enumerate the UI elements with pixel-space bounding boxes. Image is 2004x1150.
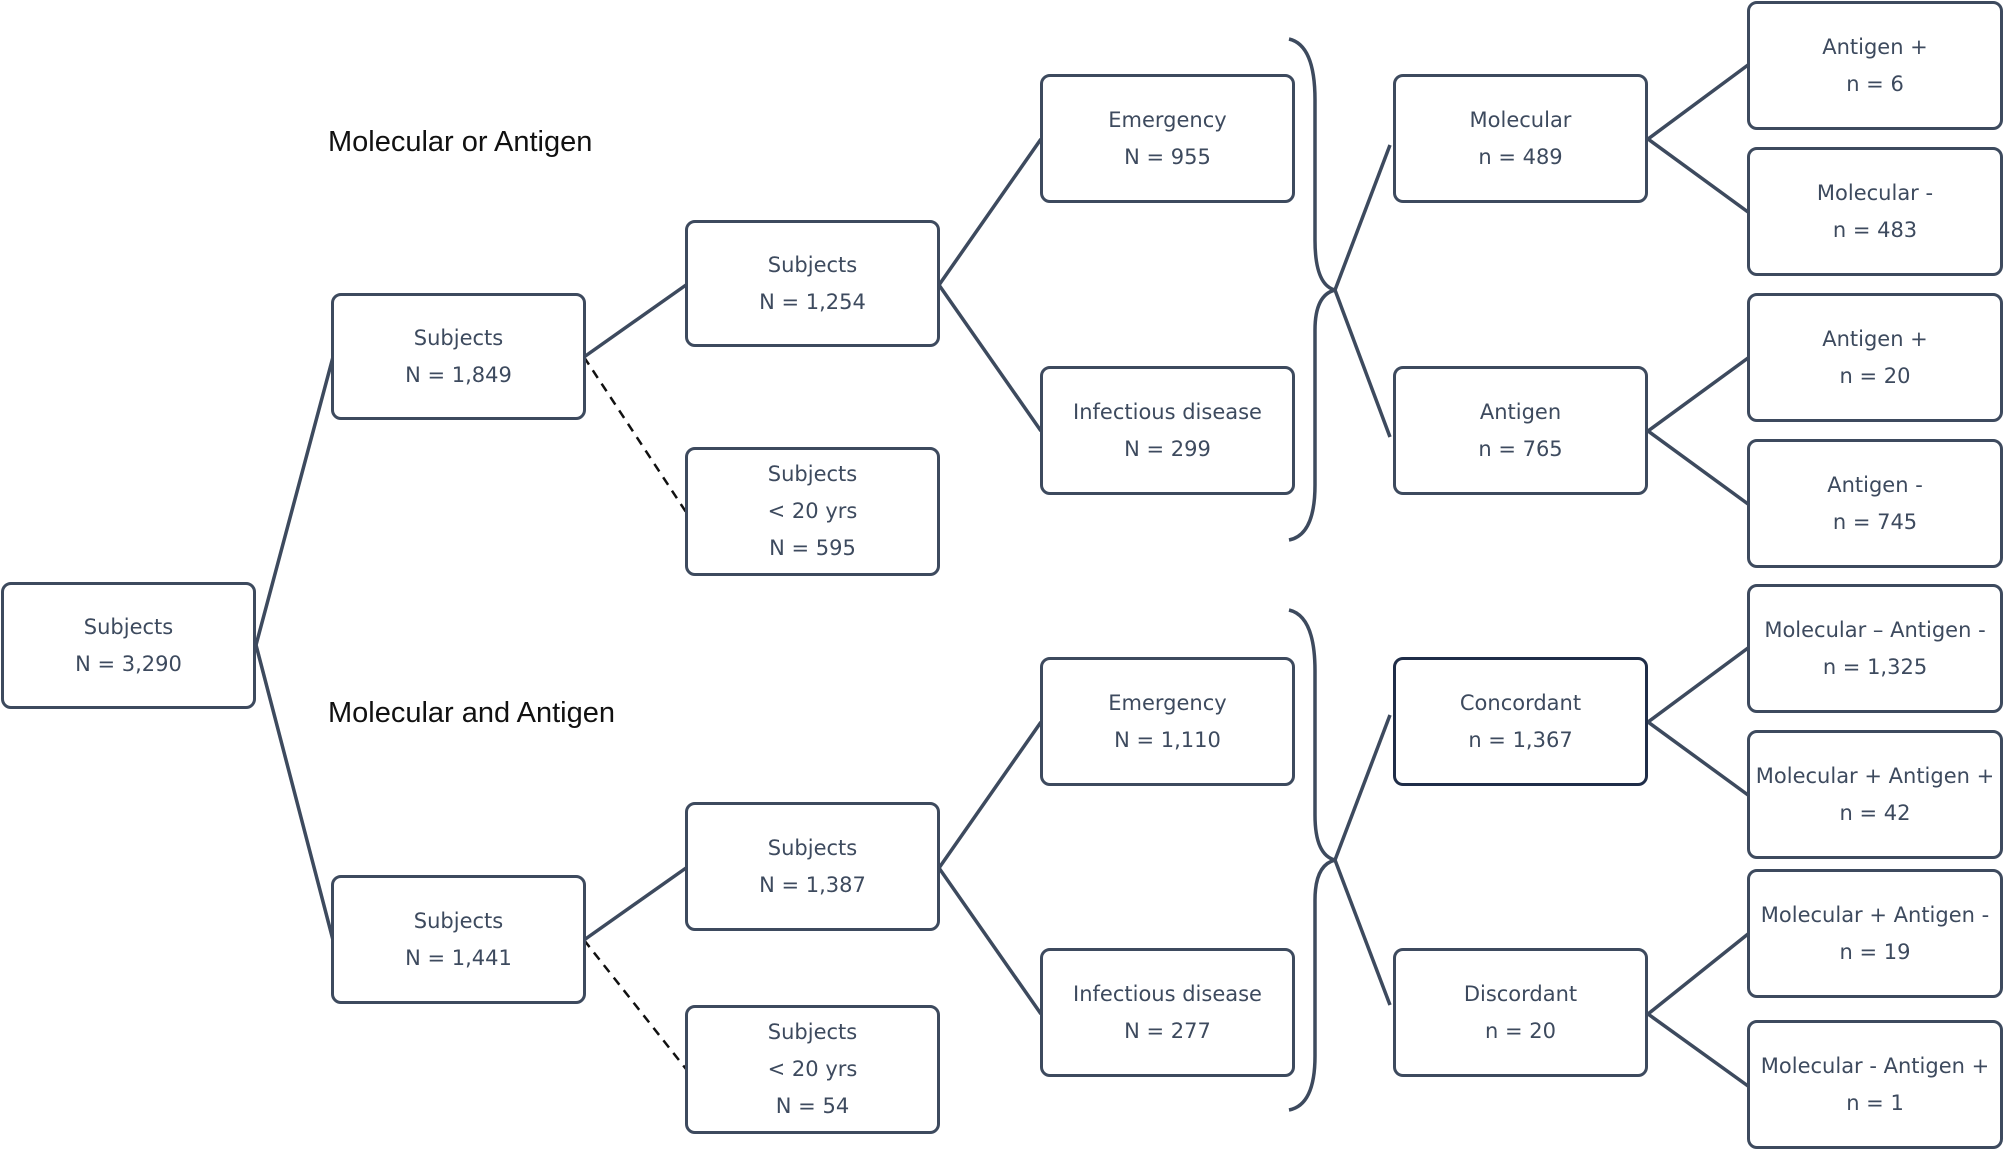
connector-mol-pos-ag-neg <box>1646 932 1750 1016</box>
node-age: < 20 yrs <box>767 499 858 523</box>
node-label: Subjects <box>767 1020 858 1044</box>
node-label: Molecular – Antigen - <box>1764 617 1986 642</box>
node-label: Discordant <box>1463 981 1578 1006</box>
node-label: Molecular + Antigen - <box>1760 902 1990 927</box>
node-top-emergency: Emergency N = 955 <box>1040 74 1295 203</box>
node-bottom-concordant: Concordant n = 1,367 <box>1393 657 1648 786</box>
connector-bottom-subjects-adult <box>582 866 688 942</box>
connector-top-subjects-under20 <box>582 356 688 513</box>
node-count: n = 1,367 <box>1468 727 1573 752</box>
brace-bottom <box>1288 608 1336 1112</box>
node-label: Antigen + <box>1822 326 1928 351</box>
connector-bottom-discordant <box>1333 859 1392 1006</box>
node-count: n = 745 <box>1832 509 1918 534</box>
connector-top-infectious <box>937 283 1043 433</box>
node-bottom-mol-neg-ag-neg: Molecular – Antigen - n = 1,325 <box>1747 584 2003 713</box>
node-label: Subjects <box>413 908 504 933</box>
connector-mol-neg-ag-pos <box>1646 1012 1750 1088</box>
node-count: n = 1,325 <box>1822 654 1928 679</box>
node-bottom-subjects: Subjects N = 1,441 <box>331 875 586 1004</box>
node-label: Antigen - <box>1827 472 1923 497</box>
node-label: Subjects <box>767 252 858 277</box>
node-count: N = 1,441 <box>405 945 512 970</box>
node-bottom-infectious-disease: Infectious disease N = 277 <box>1040 948 1295 1077</box>
node-count: N = 54 <box>775 1094 850 1118</box>
node-top-molecular-neg: Molecular - n = 483 <box>1747 147 2003 276</box>
node-label: Infectious disease <box>1073 981 1262 1006</box>
node-top-infectious-disease: Infectious disease N = 299 <box>1040 366 1295 495</box>
connector-bottom-subjects-under20 <box>583 939 687 1070</box>
node-bottom-subjects-adult: Subjects N = 1,387 <box>685 802 940 931</box>
node-root-subjects: Subjects N = 3,290 <box>1 582 256 709</box>
connector-root-bottom <box>254 644 335 941</box>
node-count: n = 42 <box>1839 800 1911 825</box>
node-top-subjects-adult: Subjects N = 1,254 <box>685 220 940 347</box>
node-bottom-emergency: Emergency N = 1,110 <box>1040 657 1295 786</box>
connector-top-subjects-adult <box>582 283 688 359</box>
node-top-molecular-antigen-pos: Antigen + n = 6 <box>1747 1 2003 130</box>
node-count: N = 1,110 <box>1114 727 1221 752</box>
node-count: n = 6 <box>1846 71 1904 96</box>
node-top-subjects-under20: Subjects < 20 yrs N = 595 <box>685 447 940 576</box>
section-title-top: Molecular or Antigen <box>328 126 593 158</box>
connector-top-molecular <box>1333 144 1392 291</box>
node-top-antigen-neg: Antigen - n = 745 <box>1747 439 2003 568</box>
node-label: Molecular - Antigen + <box>1760 1053 1990 1078</box>
brace-top <box>1288 37 1336 542</box>
node-label: Subjects <box>413 325 504 350</box>
node-label: Molecular - <box>1816 180 1934 205</box>
node-label: Antigen <box>1479 399 1562 424</box>
node-label: Subjects <box>83 614 174 639</box>
node-label: Subjects <box>767 462 858 486</box>
connector-molecular-neg <box>1646 137 1750 214</box>
node-label: Antigen + <box>1822 34 1928 59</box>
node-label: Emergency <box>1108 107 1227 132</box>
node-bottom-subjects-under20: Subjects < 20 yrs N = 54 <box>685 1005 940 1134</box>
node-count: N = 1,254 <box>759 289 866 314</box>
node-label: Emergency <box>1108 690 1227 715</box>
connector-antigen-neg <box>1646 429 1750 506</box>
connector-antigen-pos <box>1646 356 1750 433</box>
node-count: n = 489 <box>1478 144 1563 169</box>
connector-root-top <box>254 356 335 646</box>
node-count: n = 483 <box>1832 217 1918 242</box>
node-count: N = 1,849 <box>405 362 512 387</box>
node-age: < 20 yrs <box>767 1057 858 1081</box>
connector-bottom-emergency <box>937 720 1043 870</box>
node-count: N = 1,387 <box>759 872 866 897</box>
node-label: Subjects <box>767 835 858 860</box>
node-bottom-mol-pos-ag-neg: Molecular + Antigen - n = 19 <box>1747 869 2003 998</box>
node-count: N = 299 <box>1124 436 1211 461</box>
connector-molecular-antigen-pos <box>1646 63 1750 141</box>
node-label: Molecular + Antigen + <box>1755 763 1995 788</box>
node-label: Concordant <box>1459 690 1582 715</box>
node-count: N = 3,290 <box>75 651 182 676</box>
node-count: n = 19 <box>1839 939 1911 964</box>
connector-top-antigen <box>1333 289 1392 438</box>
node-count: N = 595 <box>769 536 856 560</box>
node-bottom-mol-neg-ag-pos: Molecular - Antigen + n = 1 <box>1747 1020 2003 1149</box>
node-bottom-discordant: Discordant n = 20 <box>1393 948 1648 1077</box>
connector-top-emergency <box>937 137 1043 287</box>
section-title-bottom: Molecular and Antigen <box>328 697 615 729</box>
node-top-molecular: Molecular n = 489 <box>1393 74 1648 203</box>
node-top-subjects: Subjects N = 1,849 <box>331 293 586 420</box>
node-label: Infectious disease <box>1073 399 1262 424</box>
node-count: n = 20 <box>1485 1018 1556 1043</box>
node-bottom-mol-pos-ag-pos: Molecular + Antigen + n = 42 <box>1747 730 2003 859</box>
connector-mol-pos-ag-pos <box>1646 720 1750 797</box>
node-count: N = 955 <box>1124 144 1211 169</box>
connector-bottom-infectious <box>937 866 1043 1016</box>
connector-mol-neg-ag-neg <box>1646 646 1750 724</box>
node-count: n = 20 <box>1839 363 1911 388</box>
node-count: N = 277 <box>1124 1018 1211 1043</box>
node-count: n = 765 <box>1478 436 1563 461</box>
node-top-antigen-pos: Antigen + n = 20 <box>1747 293 2003 422</box>
node-count: n = 1 <box>1846 1090 1904 1115</box>
node-label: Molecular <box>1469 107 1572 132</box>
connector-bottom-concordant <box>1333 714 1392 861</box>
node-top-antigen: Antigen n = 765 <box>1393 366 1648 495</box>
